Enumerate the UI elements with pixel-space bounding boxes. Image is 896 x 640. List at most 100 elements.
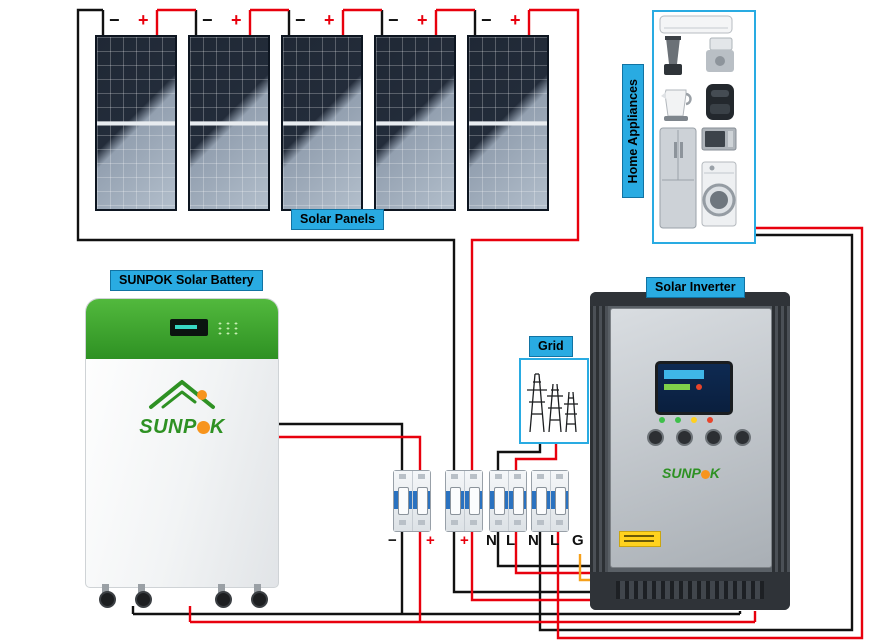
food-processor-icon — [706, 37, 734, 72]
battery-positive-wire — [277, 435, 422, 470]
panel2-plus-mark: + — [231, 10, 242, 30]
circuit-breaker-battery — [393, 470, 431, 532]
solar-panel-4 — [374, 35, 456, 211]
tower-large — [527, 373, 547, 433]
pv-positive-to-inverter-wire — [470, 530, 594, 602]
grid-live-to-inverter-wire — [514, 530, 594, 575]
terminal-label-n2: N — [528, 532, 539, 549]
washing-machine-icon — [701, 161, 737, 227]
breaker-toggle — [450, 487, 461, 515]
breaker-toggle — [494, 487, 505, 515]
screen-graphic — [696, 384, 702, 390]
caster-wheel — [215, 591, 232, 608]
battery-indicator-dots — [216, 321, 242, 336]
breaker-pole — [464, 471, 482, 531]
terminal-label-plus-1: + — [426, 532, 435, 549]
inverter-heatsink-right — [772, 306, 790, 572]
grid-live-wire — [514, 440, 558, 470]
sun-icon — [700, 470, 710, 479]
solar-panels-label: Solar Panels — [291, 209, 385, 230]
panel2-minus-mark: − — [202, 10, 213, 30]
breaker-toggle — [416, 487, 428, 515]
air-conditioner-icon — [659, 15, 733, 34]
inverter-heatsink-left — [590, 306, 608, 572]
inverter-button — [705, 429, 722, 446]
inverter-terminal-band — [590, 572, 790, 610]
home-appliances-label: Home Appliances — [622, 64, 644, 198]
terminal-label-g: G — [572, 532, 584, 549]
house-icon — [149, 380, 215, 409]
breaker-toggle — [512, 487, 524, 515]
battery-negative-wire — [277, 422, 404, 470]
grid-neutral-to-inverter-wire — [496, 530, 594, 568]
caster-wheel — [99, 591, 116, 608]
inverter-button — [647, 429, 664, 446]
solar-panel-1 — [95, 35, 177, 211]
solar-panel-2 — [188, 35, 270, 211]
inverter-screen — [655, 361, 733, 415]
terminal-label-n1: N — [486, 532, 497, 549]
panel5-plus-mark: + — [510, 10, 521, 30]
breaker-toggle — [398, 487, 409, 515]
panel3-plus-mark: + — [324, 10, 335, 30]
microwave-icon — [701, 127, 737, 151]
solar-panel-3 — [281, 35, 363, 211]
grid-label: Grid — [529, 336, 573, 357]
warning-sticker — [619, 531, 661, 547]
breaker-pole — [394, 471, 413, 531]
panel-plus-stub-wires — [155, 10, 531, 36]
ac-output-live-wire — [556, 226, 864, 640]
ac-output-neutral-wire — [538, 233, 854, 632]
circuit-breaker-pv — [445, 470, 483, 532]
battery-label: SUNPOK Solar Battery — [110, 270, 263, 291]
terminal-label-l1: L — [506, 532, 516, 549]
pv-negative-to-inverter-wire — [452, 530, 594, 594]
breaker-toggle — [554, 487, 566, 515]
breaker-pole — [550, 471, 568, 531]
air-fryer-icon — [706, 84, 734, 120]
pv-negative-wire — [76, 8, 456, 470]
circuit-breaker-output — [531, 470, 569, 532]
screen-graphic — [664, 384, 690, 390]
breaker-toggle — [468, 487, 480, 515]
inverter-button — [676, 429, 693, 446]
blender-icon — [664, 36, 682, 75]
inverter-button — [734, 429, 751, 446]
breaker-pole — [446, 471, 465, 531]
sun-icon — [196, 421, 210, 434]
kettle-icon — [661, 89, 692, 121]
tower-medium — [547, 383, 563, 433]
panel5-minus-mark: − — [481, 10, 492, 30]
panel1-plus-mark: + — [138, 10, 149, 30]
caster-wheel — [135, 591, 152, 608]
caster-stem — [218, 584, 225, 593]
tower-small — [564, 391, 578, 433]
battery-top-panel — [86, 299, 278, 359]
grid-box — [519, 358, 589, 444]
panel4-plus-mark: + — [417, 10, 428, 30]
caster-stem — [102, 584, 109, 593]
terminal-label-l2: L — [550, 532, 560, 549]
panel3-minus-mark: − — [295, 10, 306, 30]
terminal-label-plus-2: + — [460, 532, 469, 549]
panel1-minus-mark: − — [109, 10, 120, 30]
refrigerator-icon — [659, 127, 697, 229]
transmission-towers-icon — [527, 373, 578, 433]
solar-panel-5 — [467, 35, 549, 211]
caster-stem — [254, 584, 261, 593]
ground-wire — [578, 554, 594, 582]
breaker-pole — [532, 471, 551, 531]
breaker-toggle — [536, 487, 547, 515]
panel-minus-stub-wires — [101, 10, 477, 36]
inverter-status-leds — [659, 417, 713, 423]
caster-wheel — [251, 591, 268, 608]
pv-positive-wire — [470, 8, 580, 470]
panel4-minus-mark: − — [388, 10, 399, 30]
breaker-pole — [508, 471, 526, 531]
circuit-breaker-grid — [489, 470, 527, 532]
breaker-pole — [412, 471, 430, 531]
battery-positive-bus-wire — [188, 530, 757, 624]
